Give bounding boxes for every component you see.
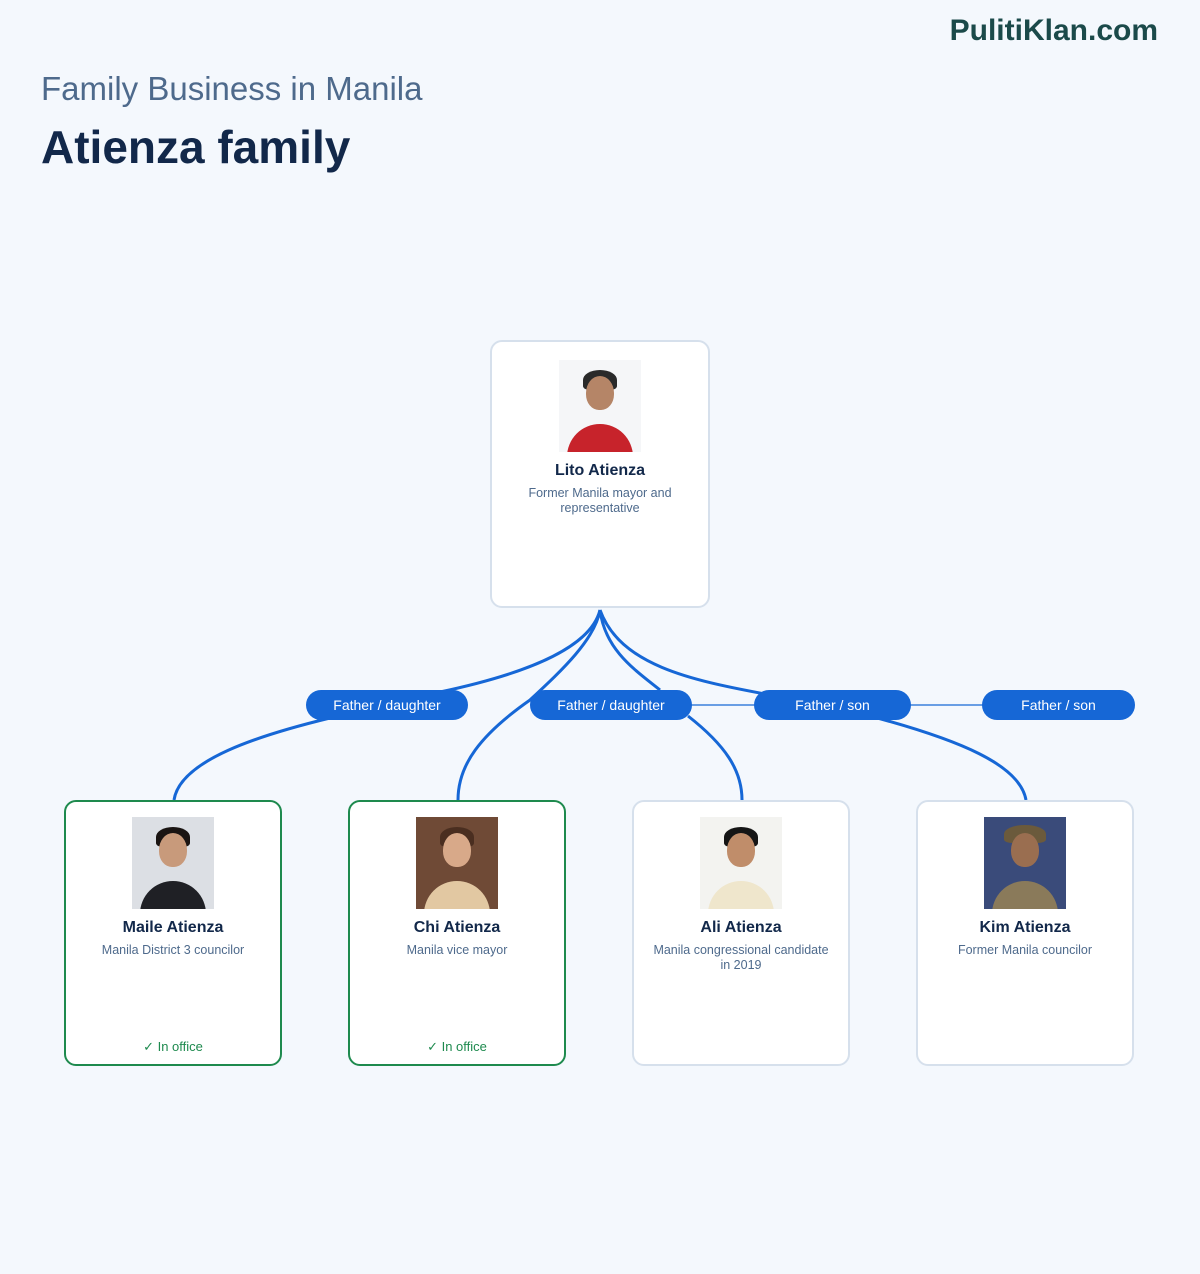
person-card-kim[interactable]: Kim Atienza Former Manila councilor [916,800,1134,1066]
relation-pill-ali: Father / son [754,690,911,720]
status-badge: ✓ In office [427,1039,487,1054]
brand-logo[interactable]: PulitiKlan.com [949,14,1158,47]
person-name: Chi Atienza [413,919,501,936]
person-card-chi[interactable]: Chi Atienza Manila vice mayor ✓ In offic… [348,800,566,1066]
person-card-ali[interactable]: Ali Atienza Manila congressional candida… [632,800,850,1066]
link-maile [172,609,602,801]
person-role: Manila vice mayor [406,943,508,957]
person-name: Maile Atienza [122,919,224,936]
person-card-lito[interactable]: Lito Atienza Former Manila mayor and rep… [490,340,710,608]
person-role: Manila District 3 councilor [101,943,245,957]
person-name: Lito Atienza [554,462,646,479]
status-badge: ✓ In office [143,1039,203,1054]
avatar [416,817,498,909]
person-name: Ali Atienza [700,919,782,936]
avatar [132,817,214,909]
avatar [984,817,1066,909]
page-subtitle: Family Business in Manila [41,70,423,107]
person-card-maile[interactable]: Maile Atienza Manila District 3 councilo… [64,800,282,1066]
relation-pill-kim: Father / son [982,690,1135,720]
link-ali [598,609,744,801]
page-title: Atienza family [41,121,351,173]
avatar [700,817,782,909]
link-chi [456,609,602,801]
person-role: Former Manila mayor and representative [528,486,672,515]
avatar [559,360,641,452]
relation-pill-maile: Father / daughter [306,690,468,720]
person-role: Manila congressional candidate in 2019 [653,943,829,972]
person-name: Kim Atienza [979,919,1071,936]
relation-pill-chi: Father / daughter [530,690,692,720]
person-role: Former Manila councilor [957,943,1093,957]
link-kim [598,609,1028,801]
